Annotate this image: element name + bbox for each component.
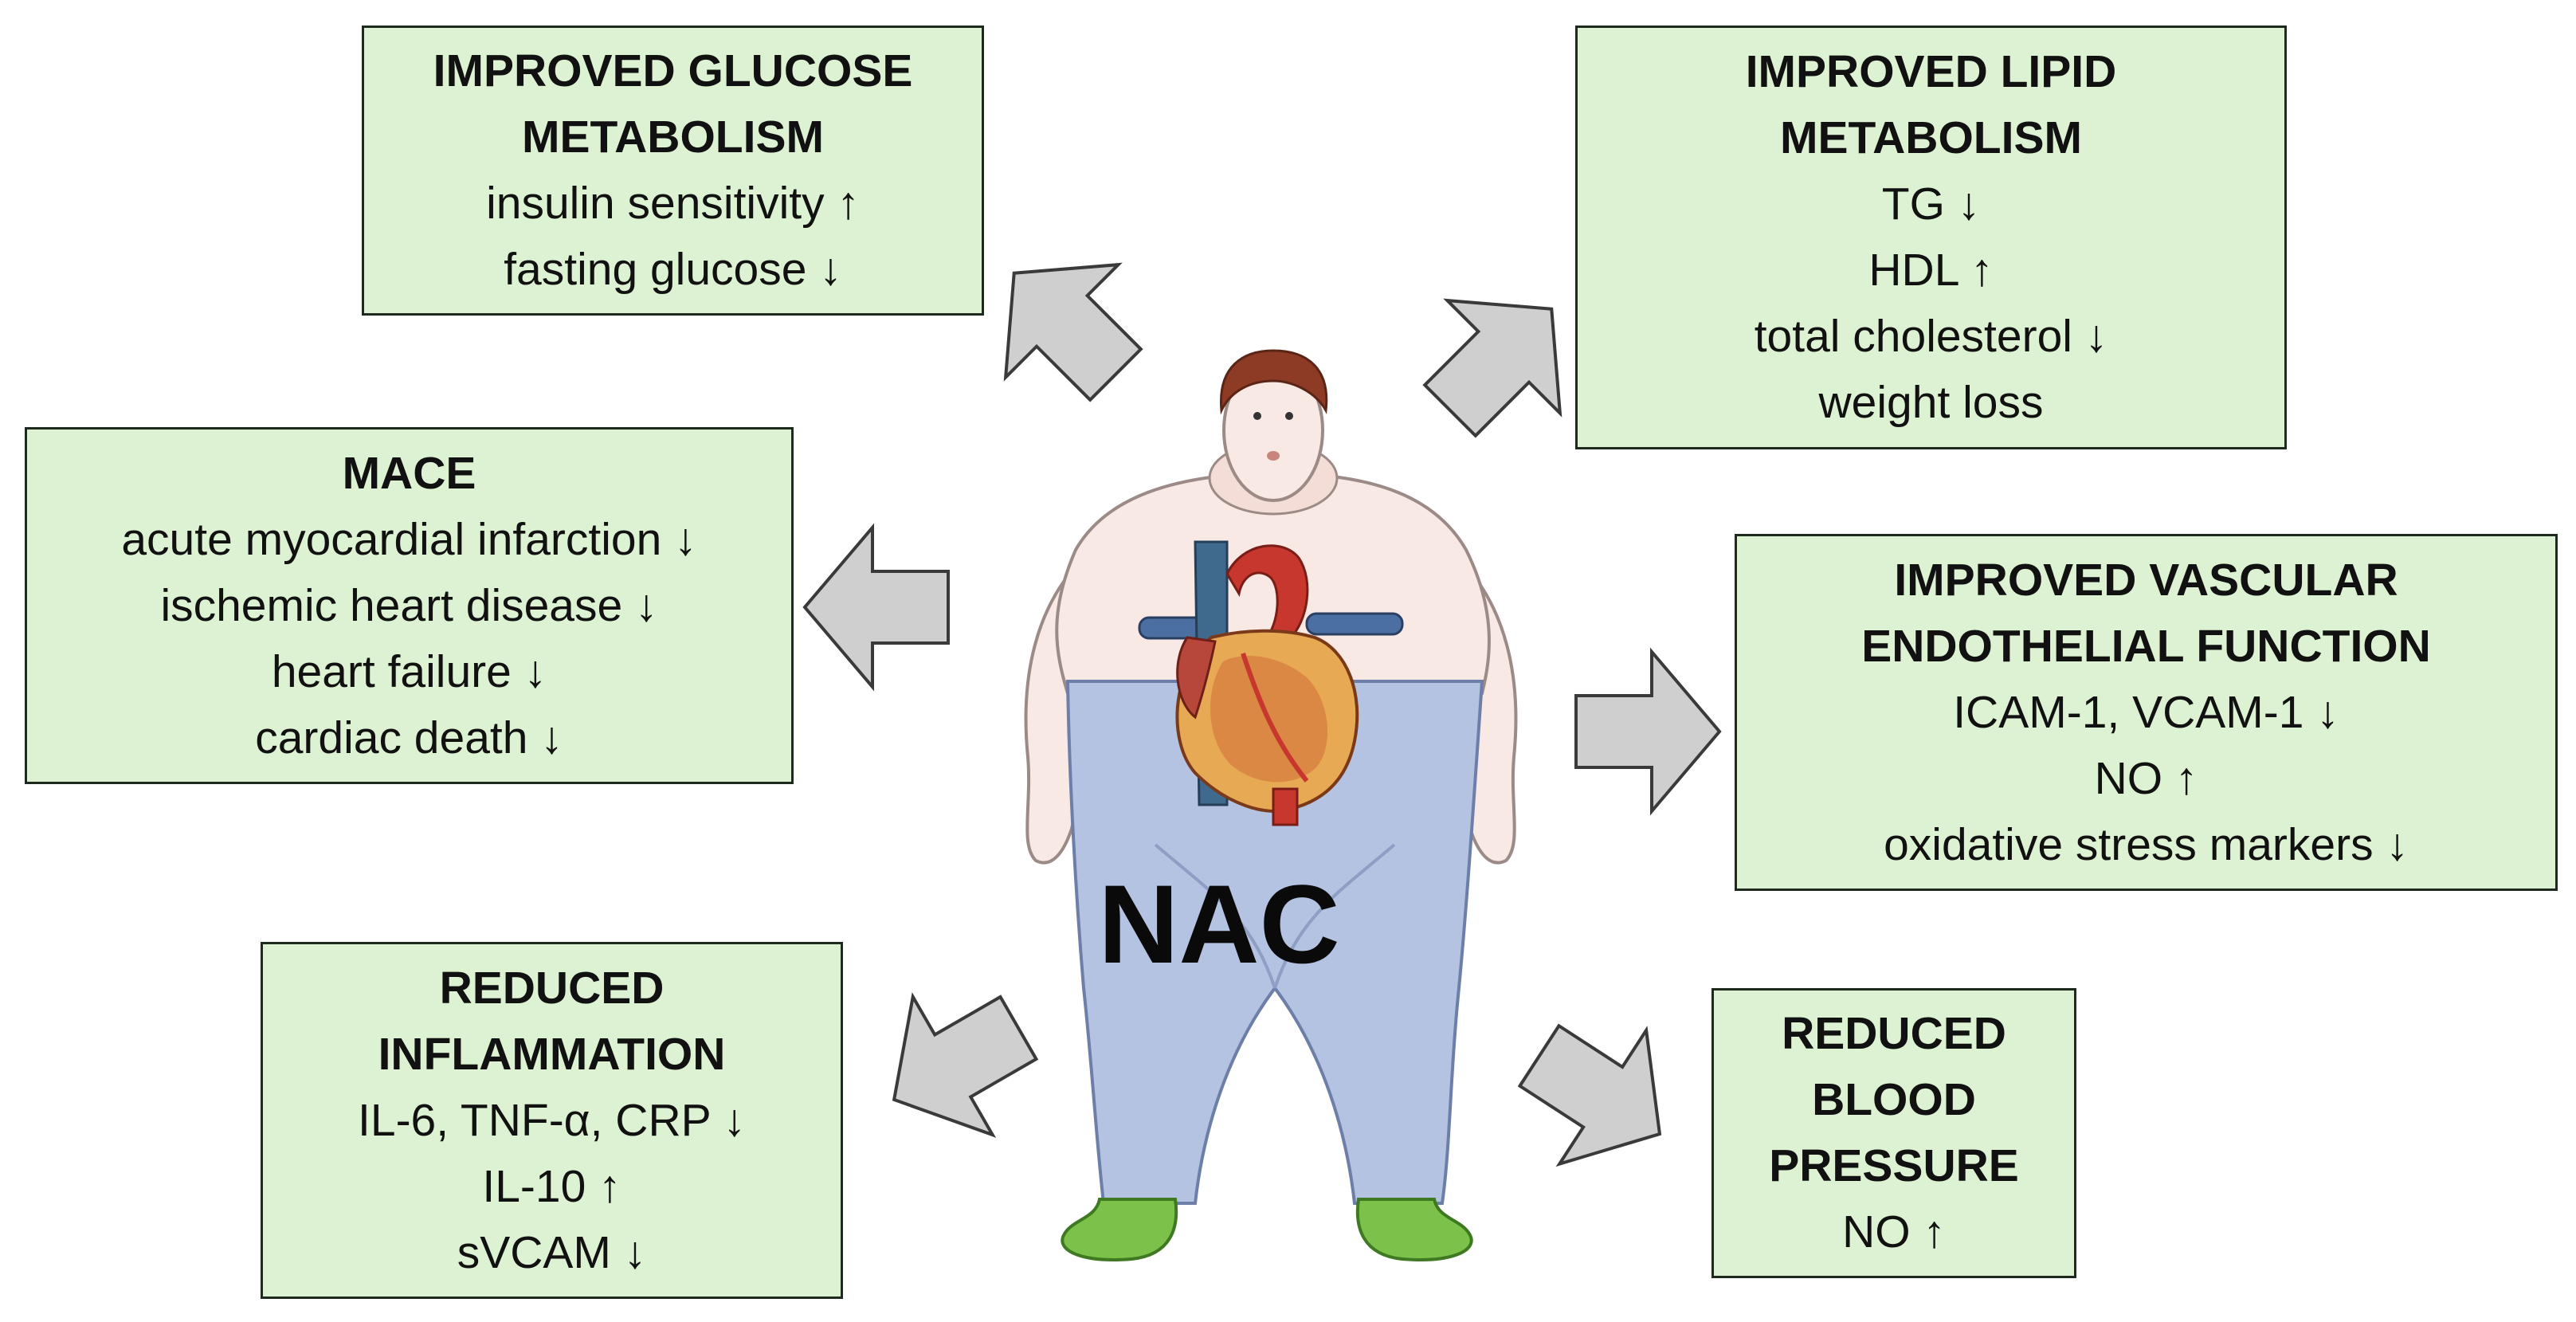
- box-improved-vascular-endothelial-function: IMPROVED VASCULAR ENDOTHELIAL FUNCTION I…: [1735, 534, 2558, 891]
- box-item: insulin sensitivity ↑: [486, 178, 860, 229]
- right-shoe: [1355, 1198, 1473, 1261]
- pants-fold-right: [1273, 843, 1396, 989]
- box-title-line: PRESSURE: [1769, 1140, 2019, 1191]
- box-title-line: REDUCED: [439, 962, 665, 1014]
- heart-illustration: [1138, 540, 1404, 826]
- box-title-line: METABOLISM: [522, 112, 824, 163]
- left-shoe: [1061, 1198, 1178, 1261]
- box-item: TG ↓: [1881, 178, 1981, 229]
- box-title-line: BLOOD: [1812, 1074, 1976, 1125]
- box-title-line: IMPROVED VASCULAR: [1894, 554, 2398, 606]
- box-reduced-inflammation: REDUCED INFLAMMATION IL-6, TNF-α, CRP ↓ …: [261, 942, 843, 1299]
- pants-fold: [1154, 843, 1276, 989]
- box-title-line: REDUCED: [1782, 1008, 2006, 1059]
- box-improved-lipid-metabolism: IMPROVED LIPID METABOLISM TG ↓ HDL ↑ tot…: [1575, 25, 2287, 449]
- mouth: [1267, 451, 1280, 461]
- descending-aorta: [1272, 787, 1299, 826]
- arrow-to-blood-pressure: [1494, 987, 1705, 1202]
- hair: [1220, 349, 1328, 415]
- box-item: ischemic heart disease ↓: [160, 579, 658, 631]
- coronary-vessel: [1241, 653, 1309, 783]
- box-item: NO ↑: [1842, 1206, 1946, 1257]
- box-title-line: METABOLISM: [1780, 112, 2082, 163]
- box-item: acute myocardial infarction ↓: [121, 513, 697, 565]
- box-title-line: INFLAMMATION: [378, 1028, 726, 1080]
- box-item: HDL ↑: [1868, 245, 1994, 296]
- box-title-line: IMPROVED GLUCOSE: [433, 45, 913, 96]
- box-item: IL-10 ↑: [482, 1160, 621, 1212]
- box-reduced-blood-pressure: REDUCED BLOOD PRESSURE NO ↑: [1711, 988, 2076, 1278]
- box-item: cardiac death ↓: [255, 712, 563, 763]
- box-mace: MACE acute myocardial infarction ↓ ische…: [25, 427, 794, 784]
- box-item: IL-6, TNF-α, CRP ↓: [358, 1094, 746, 1146]
- right-eye: [1285, 412, 1293, 420]
- right-atrium: [1176, 636, 1217, 720]
- box-item: ICAM-1, VCAM-1 ↓: [1953, 686, 2339, 738]
- pants: [1065, 680, 1484, 1205]
- person-figure: [1024, 349, 1518, 1261]
- box-item: oxidative stress markers ↓: [1884, 818, 2409, 870]
- box-title-line: MACE: [342, 447, 476, 499]
- box-improved-glucose-metabolism: IMPROVED GLUCOSE METABOLISM insulin sens…: [362, 25, 984, 316]
- arrow-to-glucose: [958, 217, 1172, 431]
- arrow-to-inflammation: [853, 957, 1060, 1171]
- box-item: total cholesterol ↓: [1754, 311, 2108, 362]
- box-item: weight loss: [1818, 377, 2044, 428]
- box-title-line: ENDOTHELIAL FUNCTION: [1861, 620, 2431, 672]
- left-eye: [1253, 412, 1261, 420]
- box-title-line: IMPROVED LIPID: [1745, 46, 2117, 97]
- center-label-nac: NAC: [1098, 861, 1340, 987]
- box-item: fasting glucose ↓: [504, 244, 842, 295]
- right-vessel: [1305, 612, 1404, 636]
- box-item: NO ↑: [2094, 752, 2198, 804]
- arrow-to-mace: [803, 526, 950, 688]
- box-item: heart failure ↓: [271, 645, 547, 697]
- box-item: sVCAM ↓: [457, 1226, 647, 1278]
- arrow-to-vascular: [1574, 650, 1721, 813]
